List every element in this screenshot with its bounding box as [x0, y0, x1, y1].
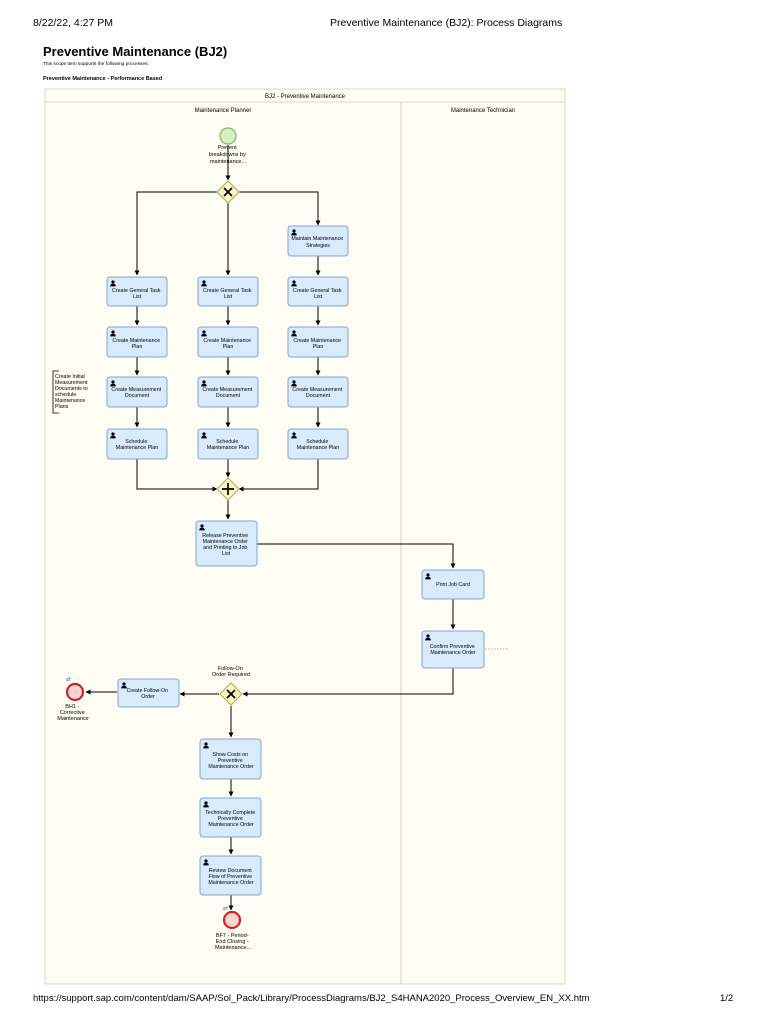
footer-url[interactable]: https://support.sap.com/content/dam/SAAP… [33, 993, 590, 1004]
svg-text:Create Initial Measureme: Create Initial Measurement Documents to … [55, 374, 89, 410]
sequence-flows [85, 145, 456, 911]
svg-text:Create General Task List: Create General Task List [203, 288, 253, 300]
start-event-label: Prevent breakdowns by maintenance... [209, 145, 248, 165]
task-schedule-maintenance-plan-3: Schedule Maintenance Plan [287, 428, 349, 460]
task-create-maintenance-plan-2: Create Maintenance Plan [197, 326, 259, 358]
task-create-measurement-document-1: Create Measurement Document [106, 376, 168, 408]
lane-maintenance-technician: Maintenance Technician [451, 108, 515, 114]
task-schedule-maintenance-plan-1: Schedule Maintenance Plan [106, 428, 168, 460]
page-title: Preventive Maintenance (BJ2) [43, 44, 228, 59]
page-subtitle: This scope item supports the following p… [43, 62, 149, 67]
task-review-document-flow: Review Document Flow of Preventive Maint… [199, 855, 262, 896]
svg-text:Create Maintenance Plan: Create Maintenance Plan [293, 338, 342, 350]
task-schedule-maintenance-plan-2: Schedule Maintenance Plan [197, 428, 259, 460]
svg-text:Show Costs on Preventive: Show Costs on Preventive Maintenance Ord… [208, 752, 254, 770]
task-technically-complete: Technically Complete Preventive Maintena… [199, 797, 262, 838]
task-create-general-task-list-1: Create General Task List [106, 276, 168, 307]
svg-text:Create General Task List: Create General Task List [293, 288, 343, 300]
pool [44, 88, 566, 985]
start-event [219, 127, 237, 145]
lane-maintenance-planner: Maintenance Planner [195, 108, 252, 114]
svg-text:Release Preventive Maint: Release Preventive Maintenance Order and… [202, 533, 249, 557]
svg-text:Create Measurement Docum: Create Measurement Document [111, 387, 162, 399]
svg-text:Print Job Card: Print Job Card [436, 582, 470, 588]
text-annotation: Create Initial Measurement Documents to … [52, 370, 89, 414]
svg-text:Schedule Maintenance Pla: Schedule Maintenance Plan [207, 439, 249, 451]
end-event-bf7: ⇄ BF7 - Period- End Closing - Maintenanc… [215, 905, 252, 951]
task-print-job-card: Print Job Card [421, 569, 485, 600]
svg-text:Maintain Maintenance Str: Maintain Maintenance Strategies [291, 236, 344, 249]
exclusive-gateway-follow-on [219, 682, 243, 706]
task-create-maintenance-plan-3: Create Maintenance Plan [287, 326, 349, 358]
task-create-measurement-document-3: Create Measurement Document [287, 376, 349, 408]
link-icon: ⇄ [223, 905, 228, 912]
task-maintain-maintenance-strategies: Maintain Maintenance Strategies [287, 225, 349, 257]
svg-text:Technically Complete Pre: Technically Complete Preventive Maintena… [205, 810, 257, 828]
parallel-gateway-join [216, 477, 240, 501]
svg-text:Schedule Maintenance Pla: Schedule Maintenance Plan [297, 439, 339, 451]
svg-text:Create General Task List: Create General Task List [112, 288, 162, 300]
task-show-costs: Show Costs on Preventive Maintenance Ord… [199, 738, 262, 780]
footer-page-number: 1/2 [720, 993, 734, 1004]
process-section-title: Preventive Maintenance - Performance Bas… [43, 76, 163, 82]
task-create-general-task-list-2: Create General Task List [197, 276, 259, 307]
svg-text:Create Maintenance Plan: Create Maintenance Plan [203, 338, 252, 350]
svg-text:Confirm Preventive Maint: Confirm Preventive Maintenance Order [430, 644, 477, 656]
print-datetime: 8/22/22, 4:27 PM [33, 17, 113, 29]
print-document-title: Preventive Maintenance (BJ2): Process Di… [330, 17, 563, 29]
svg-text:BF7 - Period- End Closin: BF7 - Period- End Closing - Maintenance.… [215, 933, 252, 951]
task-create-general-task-list-3: Create General Task List [287, 276, 349, 307]
svg-text:BH1 - Corrective M: BH1 - Corrective Maintenance [57, 704, 89, 722]
svg-text:Create Measurement Docum: Create Measurement Document [292, 387, 343, 399]
task-create-follow-on-order: Create Follow-On Order [117, 678, 180, 708]
svg-text:Create Follow-On Order: Create Follow-On Order [127, 688, 170, 700]
task-confirm-preventive-maintenance-order: Confirm Preventive Maintenance Order [421, 630, 485, 669]
follow-on-gateway-label: Follow-On Order Required [212, 666, 250, 678]
pool-title: BJ2 - Preventive Maintenance [265, 94, 346, 100]
link-icon: ⇄ [66, 676, 71, 683]
svg-text:Create Maintenance Plan: Create Maintenance Plan [112, 338, 161, 350]
svg-text:Review Document Flow of: Review Document Flow of Preventive Maint… [208, 868, 254, 886]
exclusive-gateway-split [216, 180, 240, 204]
task-create-maintenance-plan-1: Create Maintenance Plan [106, 326, 168, 358]
svg-text:Schedule Maintenance Pla: Schedule Maintenance Plan [116, 439, 158, 451]
task-create-measurement-document-2: Create Measurement Document [197, 376, 259, 408]
end-event-bh1: ⇄ BH1 - Corrective Maintenance [57, 676, 89, 722]
svg-text:Create Measurement Docum: Create Measurement Document [202, 387, 253, 399]
task-release-preventive-maintenance-order: Release Preventive Maintenance Order and… [195, 520, 258, 567]
